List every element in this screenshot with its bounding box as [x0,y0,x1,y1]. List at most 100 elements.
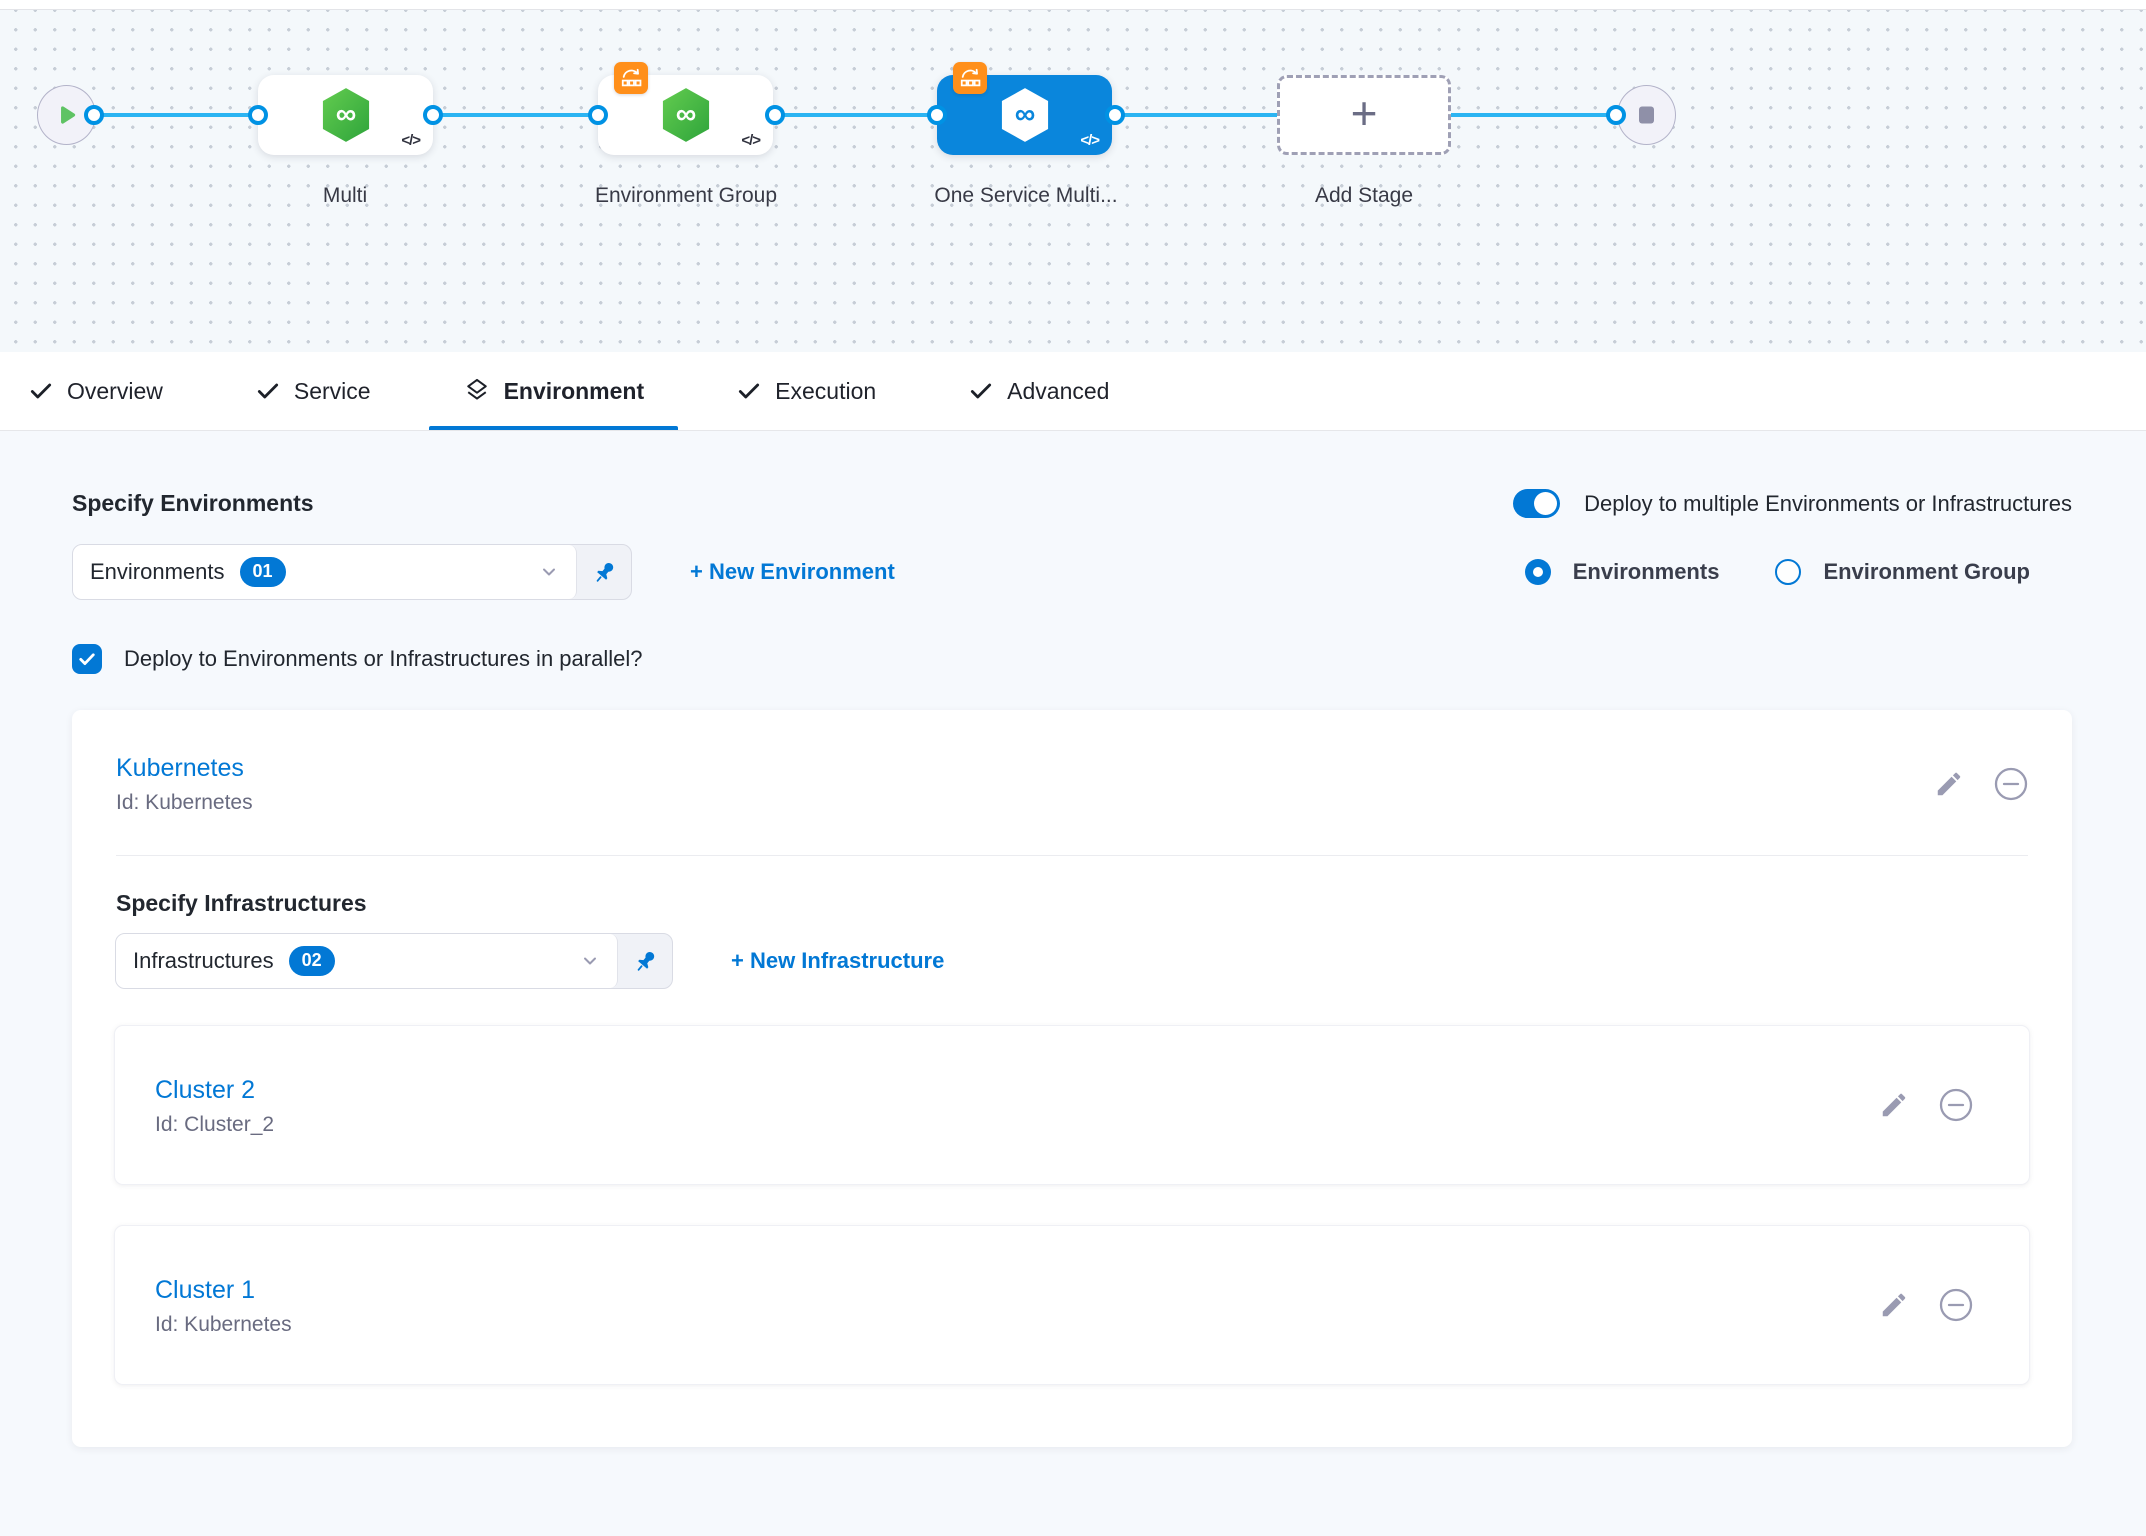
environment-title-link[interactable]: Kubernetes [116,754,244,782]
radio-checked-icon [1524,559,1551,585]
edit-environment-button[interactable] [1934,769,1964,799]
environments-select-main[interactable]: Environments 01 [73,545,577,599]
add-stage-button[interactable]: + [1277,75,1451,155]
pipeline-start-node [37,85,96,145]
infrastructures-select-value: Infrastructures [133,948,274,973]
tab-service[interactable]: Service [255,352,371,430]
check-icon [968,378,994,404]
stage-label: Multi [322,184,368,207]
pipeline-canvas[interactable]: ∞ </> Multi ∞ </> [0,10,2146,352]
connector-dot [84,105,104,125]
stage-node-multi[interactable]: ∞ </> [258,75,433,155]
tab-label: Environment [503,377,645,404]
stop-icon [1637,105,1656,125]
specify-environments-heading: Specify Environments [72,490,314,516]
radio-unchecked-icon [1775,559,1802,585]
svg-text:∞: ∞ [335,99,356,131]
pin-icon [591,559,618,586]
check-icon [77,649,97,669]
svg-text:∞: ∞ [675,99,696,131]
pipeline-end-node [1617,85,1676,145]
pin-infrastructures-button[interactable] [618,934,672,988]
remove-infrastructure-button[interactable] [1939,1288,1973,1322]
new-environment-button[interactable]: + New Environment [690,559,895,584]
environments-count-badge: 01 [239,557,286,587]
infrastructure-title-link[interactable]: Cluster 2 [155,1075,256,1104]
connector-dot [1105,105,1125,125]
svg-text:∞: ∞ [1014,99,1035,131]
add-stage-label: Add Stage [1314,184,1414,207]
new-infrastructure-button[interactable]: + New Infrastructure [731,948,945,973]
stage-label: Environment Group [594,184,778,207]
card-divider [116,855,2028,856]
deploy-multiple-toggle-label: Deploy to multiple Environments or Infra… [1584,490,2072,516]
environment-id: Id: Kubernetes [116,791,253,814]
connector-dot [927,105,947,125]
infrastructures-select-main[interactable]: Infrastructures 02 [116,934,618,988]
specify-infrastructures-heading: Specify Infrastructures [116,890,367,916]
connector-line [1115,113,1282,117]
yaml-code-glyph: </> [1080,132,1100,149]
yaml-code-glyph: </> [741,132,761,149]
chevron-down-icon [539,562,559,582]
connector-dot [765,105,785,125]
radio-environment-group[interactable]: Environment Group [1775,559,2030,585]
harness-deploy-icon: ∞ [661,87,711,143]
infrastructure-card-cluster-2: Cluster 2 Id: Cluster_2 [114,1025,2030,1185]
tab-label: Service [293,377,371,404]
deploy-multiple-toggle[interactable] [1513,489,1561,518]
stage-label: One Service Multi... [934,184,1118,207]
parallel-deploy-checkbox-label: Deploy to Environments or Infrastructure… [124,646,643,671]
stage-tabbar: Overview Service Environment Execution [0,352,2146,431]
yaml-code-glyph: </> [401,132,421,149]
tab-label: Execution [775,377,877,404]
parallel-deploy-checkbox[interactable] [72,644,102,674]
pin-environments-button[interactable] [577,545,631,599]
environment-tab-content: Specify Environments Deploy to multiple … [0,431,2146,1447]
connector-line [433,113,598,117]
connector-line [775,113,937,117]
harness-deploy-icon: ∞ [321,87,371,143]
connector-dot [1606,105,1626,125]
pipeline-stage-screen: ∞ </> Multi ∞ </> [0,0,2146,1447]
environments-select[interactable]: Environments 01 [72,544,632,600]
tab-overview[interactable]: Overview [28,352,163,430]
check-icon [28,378,54,404]
infrastructure-title-link[interactable]: Cluster 1 [155,1275,256,1304]
radio-environment-group-label: Environment Group [1823,559,2030,584]
plus-icon: + [1350,87,1378,139]
radio-environments[interactable]: Environments [1524,559,1720,585]
pin-icon [632,948,659,975]
edit-infrastructure-button[interactable] [1879,1090,1909,1120]
infrastructure-card-cluster-1: Cluster 1 Id: Kubernetes [114,1225,2030,1385]
canvas-top-strip [0,0,2146,10]
tab-advanced[interactable]: Advanced [968,352,1109,430]
check-icon [736,378,762,404]
play-icon [54,102,80,128]
chevron-down-icon [580,951,600,971]
infrastructures-select[interactable]: Infrastructures 02 [115,933,673,989]
environment-card-kubernetes: Kubernetes Id: Kubernetes Specify Infras… [72,710,2072,1447]
radio-environments-label: Environments [1572,559,1720,584]
check-icon [255,378,281,404]
rolling-deploy-badge-icon [953,62,987,94]
environment-layers-icon [463,377,491,405]
connector-dot [588,105,608,125]
connector-line [66,113,258,117]
infrastructure-id: Id: Cluster_2 [155,1112,275,1136]
tab-label: Advanced [1007,377,1110,404]
edit-infrastructure-button[interactable] [1879,1290,1909,1320]
environments-select-value: Environments [90,559,225,584]
tab-environment[interactable]: Environment [428,352,678,430]
tab-label: Overview [67,377,163,404]
connector-dot [248,105,268,125]
tab-execution[interactable]: Execution [736,352,876,430]
remove-infrastructure-button[interactable] [1939,1088,1973,1122]
toggle-knob [1534,492,1558,515]
rolling-deploy-badge-icon [614,62,648,94]
harness-deploy-icon: ∞ [1000,87,1050,143]
infrastructure-id: Id: Kubernetes [155,1312,292,1336]
environment-type-radio-group: Environments Environment Group [1524,559,2072,585]
infrastructures-count-badge: 02 [288,946,335,976]
remove-environment-button[interactable] [1994,767,2028,801]
